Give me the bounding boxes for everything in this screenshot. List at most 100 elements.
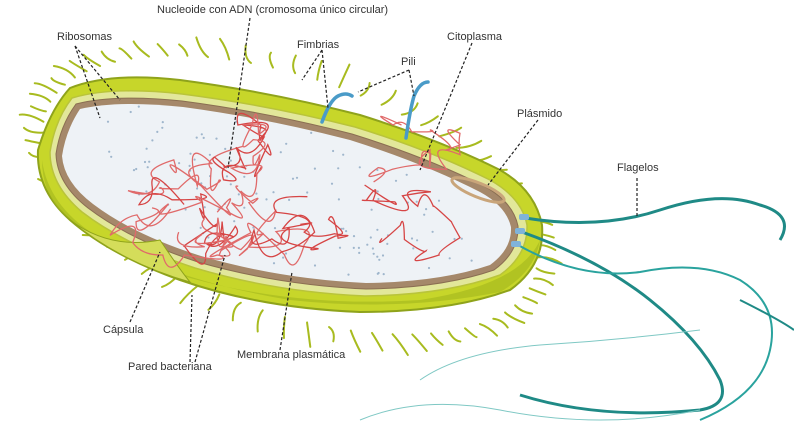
ribosome: [272, 191, 274, 193]
ribosome: [432, 231, 434, 233]
ribosome: [243, 176, 245, 178]
ribosome: [331, 183, 333, 185]
ribosome: [412, 247, 414, 249]
ribosome: [203, 137, 205, 139]
ribosome: [416, 201, 418, 203]
ribosome: [376, 229, 378, 231]
ribosome: [243, 207, 245, 209]
leader-pili-2: [409, 70, 414, 96]
ribosome: [314, 168, 316, 170]
fimbria: [465, 328, 477, 337]
ribosome: [288, 199, 290, 201]
ribosome: [338, 198, 340, 200]
fimbria: [329, 327, 334, 341]
ribosome: [107, 121, 109, 123]
fimbria: [534, 279, 553, 285]
ribosome: [359, 166, 361, 168]
ribosome: [224, 148, 226, 150]
ribosome: [438, 200, 440, 202]
ribosome: [156, 131, 158, 133]
ribosome: [332, 150, 334, 152]
ribosome: [108, 151, 110, 153]
ribosome: [406, 174, 408, 176]
pilus-2: [406, 82, 428, 138]
ribosome: [453, 238, 455, 240]
fimbria: [515, 305, 532, 313]
ribosome: [314, 264, 316, 266]
flagellum-3: [518, 245, 772, 420]
fimbria: [421, 116, 438, 125]
fimbria: [530, 288, 546, 294]
label-flagelos: Flagelos: [617, 162, 659, 174]
ribosome: [347, 274, 349, 276]
flagellum-1: [525, 199, 785, 240]
ribosome: [310, 132, 312, 134]
ribosome: [230, 160, 232, 162]
ribosome: [178, 162, 180, 164]
fimbria: [134, 41, 149, 56]
ribosome: [339, 247, 341, 249]
ribosome: [265, 198, 267, 200]
ribosome: [201, 133, 203, 135]
ribosome: [110, 156, 112, 158]
ribosome: [423, 214, 425, 216]
ribosome: [215, 138, 217, 140]
fimbria: [220, 39, 229, 60]
ribosome: [138, 106, 140, 108]
fimbria: [293, 56, 296, 74]
ribosome: [230, 183, 232, 185]
ribosome: [366, 244, 368, 246]
ribosome: [189, 153, 191, 155]
ribosome: [358, 252, 360, 254]
fimbria: [382, 91, 396, 105]
fimbria: [393, 334, 408, 355]
ribosome: [161, 127, 163, 129]
fimbria: [180, 285, 198, 303]
fimbria: [102, 52, 115, 62]
ribosome: [296, 177, 298, 179]
fimbria: [70, 61, 87, 71]
label-nucleoide: Nucleoide con ADN (cromosoma único circu…: [157, 4, 388, 16]
label-membrana: Membrana plasmática: [237, 349, 345, 361]
fimbria: [31, 106, 46, 111]
leader-fimbrias-1: [302, 50, 322, 80]
ribosome: [130, 111, 132, 113]
ribosome: [196, 187, 198, 189]
ribosome: [226, 175, 228, 177]
flagellum-4: [420, 330, 700, 380]
fimbria: [179, 44, 187, 55]
ribosome: [146, 148, 148, 150]
ribosome: [342, 154, 344, 156]
fimbria: [480, 324, 497, 336]
ribosome: [282, 257, 284, 259]
fimbria: [523, 297, 537, 303]
ribosome: [376, 256, 378, 258]
fimbria: [54, 66, 75, 77]
fimbria: [537, 268, 555, 273]
ribosome: [189, 165, 191, 167]
fimbria: [339, 65, 349, 88]
fimbria: [270, 53, 273, 68]
ribosome: [135, 168, 137, 170]
ribosome: [144, 161, 146, 163]
ribosome: [461, 238, 463, 240]
fimbria: [412, 334, 427, 351]
ribosome: [449, 257, 451, 259]
ribosome: [148, 161, 150, 163]
ribosome: [196, 137, 198, 139]
fimbria: [24, 128, 43, 133]
leader-pared-1: [190, 295, 192, 362]
label-fimbrias: Fimbrias: [297, 39, 339, 51]
ribosome: [372, 247, 374, 249]
fimbria: [51, 78, 64, 85]
ribosome: [370, 236, 372, 238]
flagellum-5: [740, 300, 794, 330]
fimbria: [351, 331, 361, 352]
fimbria: [307, 322, 310, 346]
ribosome: [383, 273, 385, 275]
ribosome: [280, 151, 282, 153]
fimbria: [84, 55, 100, 66]
ribosome: [471, 260, 473, 262]
label-plasmido: Plásmido: [517, 108, 562, 120]
